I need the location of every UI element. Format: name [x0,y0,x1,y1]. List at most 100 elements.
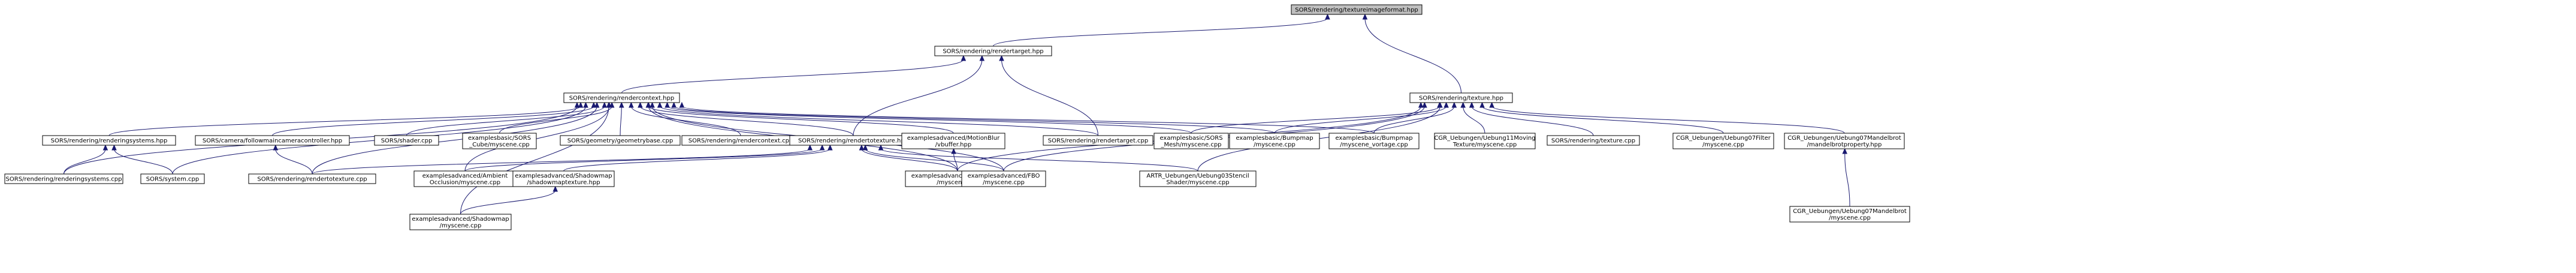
node-label: SORS/rendering/texture.cpp [1551,138,1635,145]
graph-node[interactable]: SORS/rendering/texture.hpp [1409,92,1513,103]
node-box [1434,133,1536,149]
edge-line [1373,106,1455,134]
node-box [563,92,680,103]
edge-line [674,106,1275,134]
graph-node[interactable]: SORS/system.cpp [140,173,205,184]
graph-node[interactable]: SORS/shader.cpp [374,135,439,146]
edge-n15-to-n2 [1373,101,1457,134]
edge-n14-to-n2 [1274,101,1449,134]
node-box [512,170,615,187]
edge-line [865,148,1004,172]
graph-node[interactable]: SORS/geometry/geometrybase.cpp [560,135,681,146]
graph-node[interactable]: SORS/rendering/renderingsystems.cpp [4,173,123,184]
edge-arrowhead [1479,101,1485,108]
edge-line [1471,106,1594,136]
node-label: CGR_Uebungen/Uebung07Filter [1676,135,1771,142]
graph-node[interactable]: SORS/rendering/rendertotexture.cpp [248,173,376,184]
graph-node[interactable]: SORS/rendering/renderingsystems.hpp [42,135,176,146]
graph-node[interactable]: CGR_Uebungen/Uebung07Filter/myscene.cpp [1672,133,1774,149]
node-box [413,170,517,187]
node-box [1409,92,1513,103]
edge-arrowhead [1469,101,1475,108]
edge-n16-to-n2 [1460,101,1485,134]
node-label: ARTR_Uebungen/Uebung03Stencil [1146,173,1249,179]
graph-node[interactable]: examplesadvanced/MotionBlur/vbuffer.hpp [901,133,1005,149]
node-label: /myscene.cpp [983,179,1025,186]
graph-node[interactable]: SORS/rendering/rendercontext.cpp [681,135,800,146]
node-label: /myscene.cpp [937,179,979,186]
graph-node[interactable]: CGR_Uebungen/Uebung07Mandelbrot/mandelbr… [1784,133,1905,149]
node-label: Texture/myscene.cpp [1452,142,1517,148]
graph-node[interactable]: examplesbasic/Bumpmap/myscene.cpp [1229,133,1320,149]
node-label: CGR_Uebungen/Uebung11Moving [1434,135,1535,142]
edge-n23-to-n10 [464,144,825,172]
node-label: examplesbasic/Bumpmap [1335,135,1412,142]
edge-n26-to-n10 [862,144,1004,172]
node-label: _Mesh/myscene.cpp [1160,142,1221,148]
node-label: SORS/rendering/renderingsystems.hpp [51,138,168,145]
graph-node[interactable]: examplesadvanced/Shadowmap/myscene.cpp [409,214,512,230]
graph-node[interactable]: CGR_Uebungen/Uebung11MovingTexture/mysce… [1434,133,1536,149]
edge-line [312,148,811,175]
graph-node[interactable]: SORS/rendering/texture.cpp [1547,135,1640,146]
edge-n1-to-n0 [993,13,1330,47]
graph-node[interactable]: examplesbasic/SORS_Mesh/myscene.cpp [1153,133,1229,149]
edge-arrowhead [665,101,670,108]
edge-line [1364,17,1461,94]
node-label: SORS/geometry/geometrybase.cpp [567,138,673,145]
edge-n19-to-n2 [1489,101,1845,134]
graph-node[interactable]: examplesbasic/SORS_Cube/myscene.cpp [462,133,537,149]
edge-arrowhead [273,144,279,151]
edge-n22-to-n5 [273,144,313,175]
graph-node[interactable]: SORS/camera/followmaincameracontroller.h… [195,135,350,146]
node-label: /mandelbrotproperty.hpp [1807,142,1882,148]
edge-arrowhead [606,101,612,108]
node-box [560,135,681,146]
edge-n21-to-n4 [111,144,173,175]
graph-node[interactable]: SORS/rendering/rendertarget.cpp [1043,135,1153,146]
edge-line [620,106,622,136]
graph-node[interactable]: examplesadvanced/Shadowmap/shadowmaptext… [512,170,615,187]
node-label: SORS/rendering/rendercontext.hpp [569,95,674,102]
graph-node[interactable]: SORS/rendering/rendertotexture.hpp [789,135,917,146]
edge-line [1274,106,1447,134]
edge-arrowhead [1451,101,1457,108]
edge-line [953,152,958,172]
graph-node[interactable]: SORS/rendering/rendercontext.hpp [563,92,680,103]
graph-node[interactable]: CGR_Uebungen/Uebung07Mandelbrot/myscene.… [1789,206,1910,223]
edge-n13-to-n3 [665,101,1192,134]
node-box [1672,133,1774,149]
graph-node[interactable]: ARTR_Uebungen/Uebung03StencilShader/mysc… [1139,170,1257,187]
edge-n10-to-n1 [853,55,985,136]
edge-arrowhead [1460,101,1466,108]
edge-line [667,106,1192,134]
edge-arrowhead [859,144,865,151]
node-label: /vbuffer.hpp [935,142,971,148]
edge-arrowhead [1443,101,1449,108]
node-label: examplesadvanced/MotionBlur [907,135,1000,142]
node-label: examplesbasic/SORS [468,135,531,142]
edge-line [1482,106,1724,134]
edge-n8-to-n3 [619,101,624,136]
graph-node[interactable]: examplesadvanced/FBO/myscene.cpp [961,170,1046,187]
node-box [140,173,205,184]
edge-line [563,148,831,172]
nodes-layer: SORS/rendering/textureimageformat.hppSOR… [4,4,1910,230]
edge-n22-to-n10 [312,144,813,175]
edge-n29-to-n24 [460,185,558,215]
edge-n5-to-n3 [272,101,597,136]
edge-arrowhead [1842,148,1847,154]
node-box [1043,135,1153,146]
edge-n22-to-n3 [312,101,600,175]
edge-arrowhead [552,185,558,192]
edge-n29-to-n3 [460,101,612,215]
node-label: SORS/rendering/renderingsystems.cpp [6,176,122,183]
graph-node[interactable]: examplesadvanced/AmbientOcclusion/myscen… [413,170,517,187]
node-label: SORS/rendering/textureimageformat.hpp [1295,7,1418,14]
edge-arrowhead [819,144,825,151]
node-label: SORS/rendering/rendertarget.cpp [1048,138,1148,145]
graph-node[interactable]: SORS/rendering/rendertarget.hpp [934,46,1052,56]
graph-node[interactable]: examplesbasic/Bumpmap/myscene_vortage.cp… [1328,133,1420,149]
edge-arrowhead [578,101,584,108]
edge-arrowhead [679,101,685,108]
